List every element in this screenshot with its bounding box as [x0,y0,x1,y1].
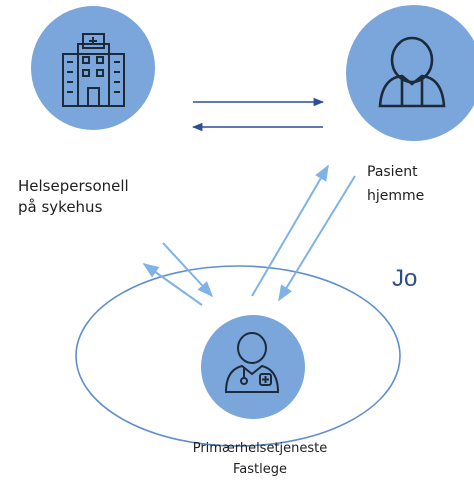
arrow-gp-to-hospital [142,263,203,306]
arrow-gp-to-patient [251,164,329,297]
arrow-patient-to-gp [278,175,356,302]
gp-label-line1: Primærhelsetjeneste [192,441,328,456]
gp-label-line2: Fastlege [233,462,287,477]
hospital-building-icon [62,33,125,107]
primary-care-ellipse [75,265,401,447]
gp-node [201,315,305,419]
hospital-node [31,6,155,130]
hospital-circle [31,6,155,130]
patient-node [346,5,474,141]
patient-label-line2: hjemme [367,188,425,204]
gp-circle [201,315,305,419]
patient-person-icon [378,36,446,108]
cut-off-text: Jo [392,265,418,292]
hospital-label-line2: på sykehus [18,198,103,216]
arrow-hospital-to-gp [162,242,214,298]
patient-circle [346,5,474,141]
patient-label-line1: Pasient [367,164,418,180]
hospital-label-line1: Helsepersonell [18,177,129,195]
gp-label: Primærhelsetjeneste Fastlege [100,438,420,480]
hospital-label: Helsepersonell på sykehus [18,176,129,218]
patient-label: Pasient hjemme [367,160,424,208]
doctor-icon [224,332,280,393]
